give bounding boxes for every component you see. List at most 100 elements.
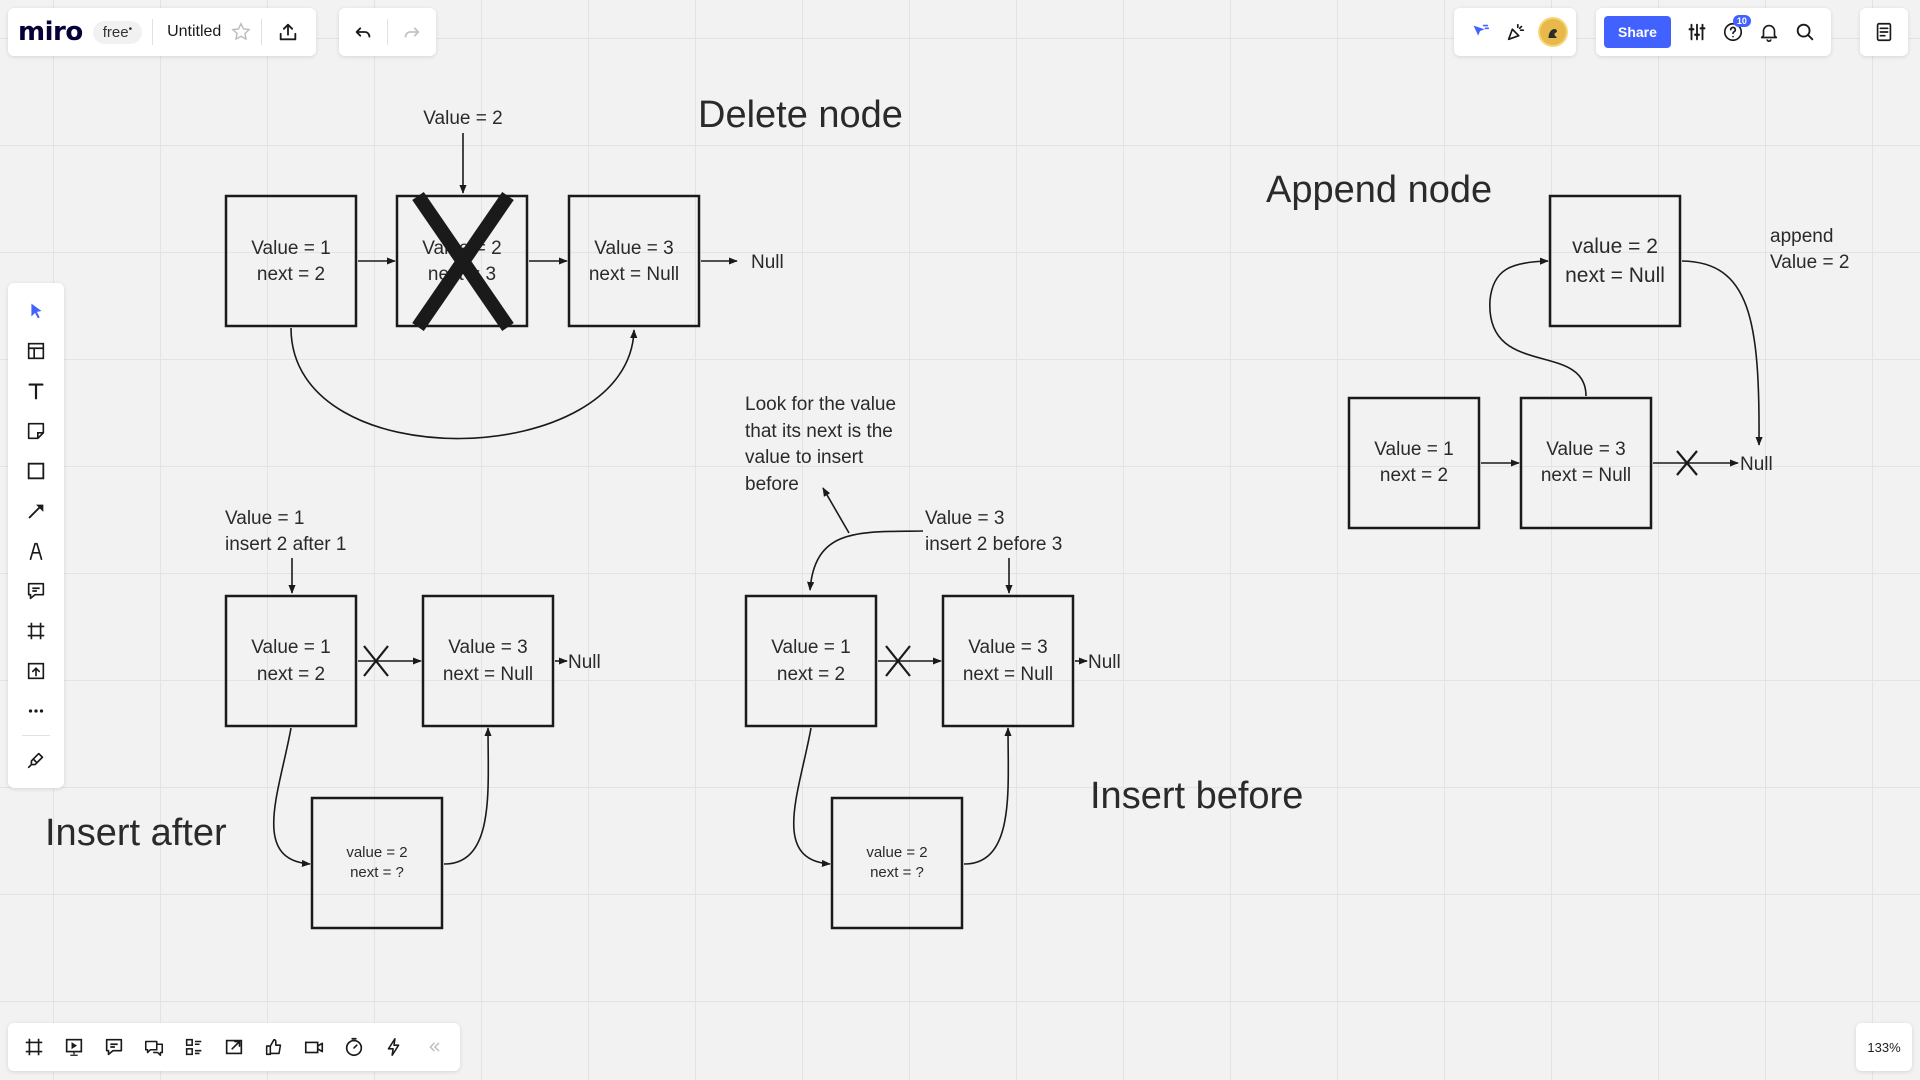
title-delete-node[interactable]: Delete node [698, 94, 903, 136]
delete-node-diagram[interactable]: Value = 2 Value = 1 next = 2 Value = 2 n… [224, 108, 784, 440]
insert-before-node-1-value: Value = 1 [771, 637, 850, 658]
insert-before-diagram[interactable]: Look for the value that its next is the … [744, 394, 1121, 930]
star-icon[interactable] [229, 14, 253, 50]
look-note-line-2[interactable]: that its next is the [745, 421, 893, 442]
text-icon[interactable] [18, 371, 54, 411]
undo-icon[interactable] [345, 14, 381, 50]
top-left-panel: miro free• Untitled [8, 8, 317, 56]
connector-icon[interactable] [18, 491, 54, 531]
append-cut-mark[interactable] [1676, 450, 1698, 476]
insert-after-node-3[interactable] [421, 594, 555, 728]
delete-null-label[interactable]: Null [751, 252, 784, 273]
title-insert-after[interactable]: Insert after [45, 812, 227, 854]
bell-icon[interactable] [1751, 14, 1787, 50]
insert-after-arrow-1-new[interactable] [272, 727, 311, 868]
append-note-line-1[interactable]: append [1770, 226, 1833, 247]
comment-icon[interactable] [18, 571, 54, 611]
board-title[interactable]: Untitled [167, 23, 222, 40]
insert-before-note-line-1[interactable]: Value = 3 [925, 508, 1004, 529]
insert-before-node-new-value: value = 2 [866, 844, 927, 861]
look-note-line-1[interactable]: Look for the value [745, 394, 896, 415]
append-node-new[interactable] [1548, 194, 1682, 328]
look-note-line-3[interactable]: value to insert [745, 447, 864, 468]
append-arrow-new-null[interactable] [1681, 260, 1763, 446]
insert-before-cut-mark[interactable] [885, 645, 911, 677]
lightning-icon[interactable] [374, 1029, 414, 1065]
insert-after-cut-mark[interactable] [363, 645, 389, 677]
delete-cross-mark[interactable] [412, 192, 514, 331]
pen-icon[interactable] [18, 531, 54, 571]
delete-node-1[interactable] [224, 194, 358, 328]
avatar-image-icon [1548, 29, 1557, 38]
delete-node-3-value: Value = 3 [594, 238, 673, 259]
cursor-follow-icon[interactable] [1462, 14, 1498, 50]
redo-icon[interactable] [394, 14, 430, 50]
insert-before-arrow-1-new[interactable] [792, 727, 831, 868]
append-node-1[interactable] [1347, 396, 1481, 530]
cards-icon[interactable] [174, 1029, 214, 1065]
apps-icon[interactable] [18, 740, 54, 780]
divider [387, 19, 388, 45]
zoom-level[interactable]: 133% [1867, 1039, 1901, 1055]
video-icon[interactable] [294, 1029, 334, 1065]
insert-after-node-1[interactable] [224, 594, 358, 728]
look-note-line-4[interactable]: before [745, 474, 799, 495]
share-button[interactable]: Share [1604, 16, 1671, 48]
select-icon[interactable] [18, 291, 54, 331]
avatar[interactable] [1538, 17, 1568, 47]
upload-icon[interactable] [18, 651, 54, 691]
vote-icon[interactable] [254, 1029, 294, 1065]
sticky-note-icon[interactable] [18, 411, 54, 451]
append-node-3[interactable] [1519, 396, 1653, 530]
reactions-icon[interactable] [1498, 14, 1534, 50]
help-icon[interactable]: 10 [1715, 14, 1751, 50]
settings-sliders-icon[interactable] [1679, 14, 1715, 50]
share-screen-icon[interactable] [214, 1029, 254, 1065]
insert-before-node-3-value: Value = 3 [968, 637, 1047, 658]
append-arrow-3-new[interactable] [1489, 257, 1587, 397]
notes-panel [1860, 8, 1908, 56]
insert-before-note-line-2[interactable]: insert 2 before 3 [925, 534, 1062, 555]
append-node-diagram[interactable]: append Value = 2 value = 2 next = Null V… [1347, 194, 1849, 530]
comments-icon[interactable] [94, 1029, 134, 1065]
insert-after-diagram[interactable]: Value = 1 insert 2 after 1 Value = 1 nex… [224, 508, 601, 930]
present-icon[interactable] [54, 1029, 94, 1065]
look-note-arrow[interactable] [822, 487, 850, 534]
insert-after-note-line-1[interactable]: Value = 1 [225, 508, 304, 529]
delete-node-2[interactable] [395, 194, 529, 328]
timer-icon[interactable] [334, 1029, 374, 1065]
insert-after-note-line-2[interactable]: insert 2 after 1 [225, 534, 346, 555]
delete-bypass-arrow[interactable] [290, 327, 638, 440]
miro-logo[interactable]: miro [18, 17, 83, 47]
insert-after-node-new[interactable] [310, 796, 444, 930]
plan-badge[interactable]: free• [92, 20, 143, 44]
shape-icon[interactable] [18, 451, 54, 491]
append-null-label[interactable]: Null [1740, 454, 1773, 475]
delete-node-3[interactable] [567, 194, 701, 328]
append-note-line-2[interactable]: Value = 2 [1770, 252, 1849, 273]
insert-after-node-1-value: Value = 1 [251, 637, 330, 658]
collapse-icon[interactable] [414, 1029, 454, 1065]
export-icon[interactable] [270, 14, 306, 50]
templates-icon[interactable] [18, 331, 54, 371]
insert-before-node-1[interactable] [744, 594, 878, 728]
insert-before-arrow-new-3[interactable] [963, 727, 1012, 865]
frames-icon[interactable] [14, 1029, 54, 1065]
insert-before-node-3-next: next = Null [963, 664, 1053, 685]
insert-before-note-to-node-arrow[interactable] [807, 530, 924, 591]
frame-icon[interactable] [18, 611, 54, 651]
insert-after-arrow-new-3[interactable] [443, 727, 492, 865]
insert-after-null-label[interactable]: Null [568, 652, 601, 673]
search-icon[interactable] [1787, 14, 1823, 50]
delete-marker-label[interactable]: Value = 2 [423, 108, 502, 129]
insert-before-node-new[interactable] [830, 796, 964, 930]
title-append-node[interactable]: Append node [1266, 169, 1492, 211]
notes-icon[interactable] [1866, 14, 1902, 50]
plan-badge-dot: • [128, 23, 133, 35]
insert-before-node-3[interactable] [941, 594, 1075, 728]
more-icon[interactable] [18, 691, 54, 731]
chat-icon[interactable] [134, 1029, 174, 1065]
insert-before-null-label[interactable]: Null [1088, 652, 1121, 673]
title-insert-before[interactable]: Insert before [1090, 775, 1303, 817]
